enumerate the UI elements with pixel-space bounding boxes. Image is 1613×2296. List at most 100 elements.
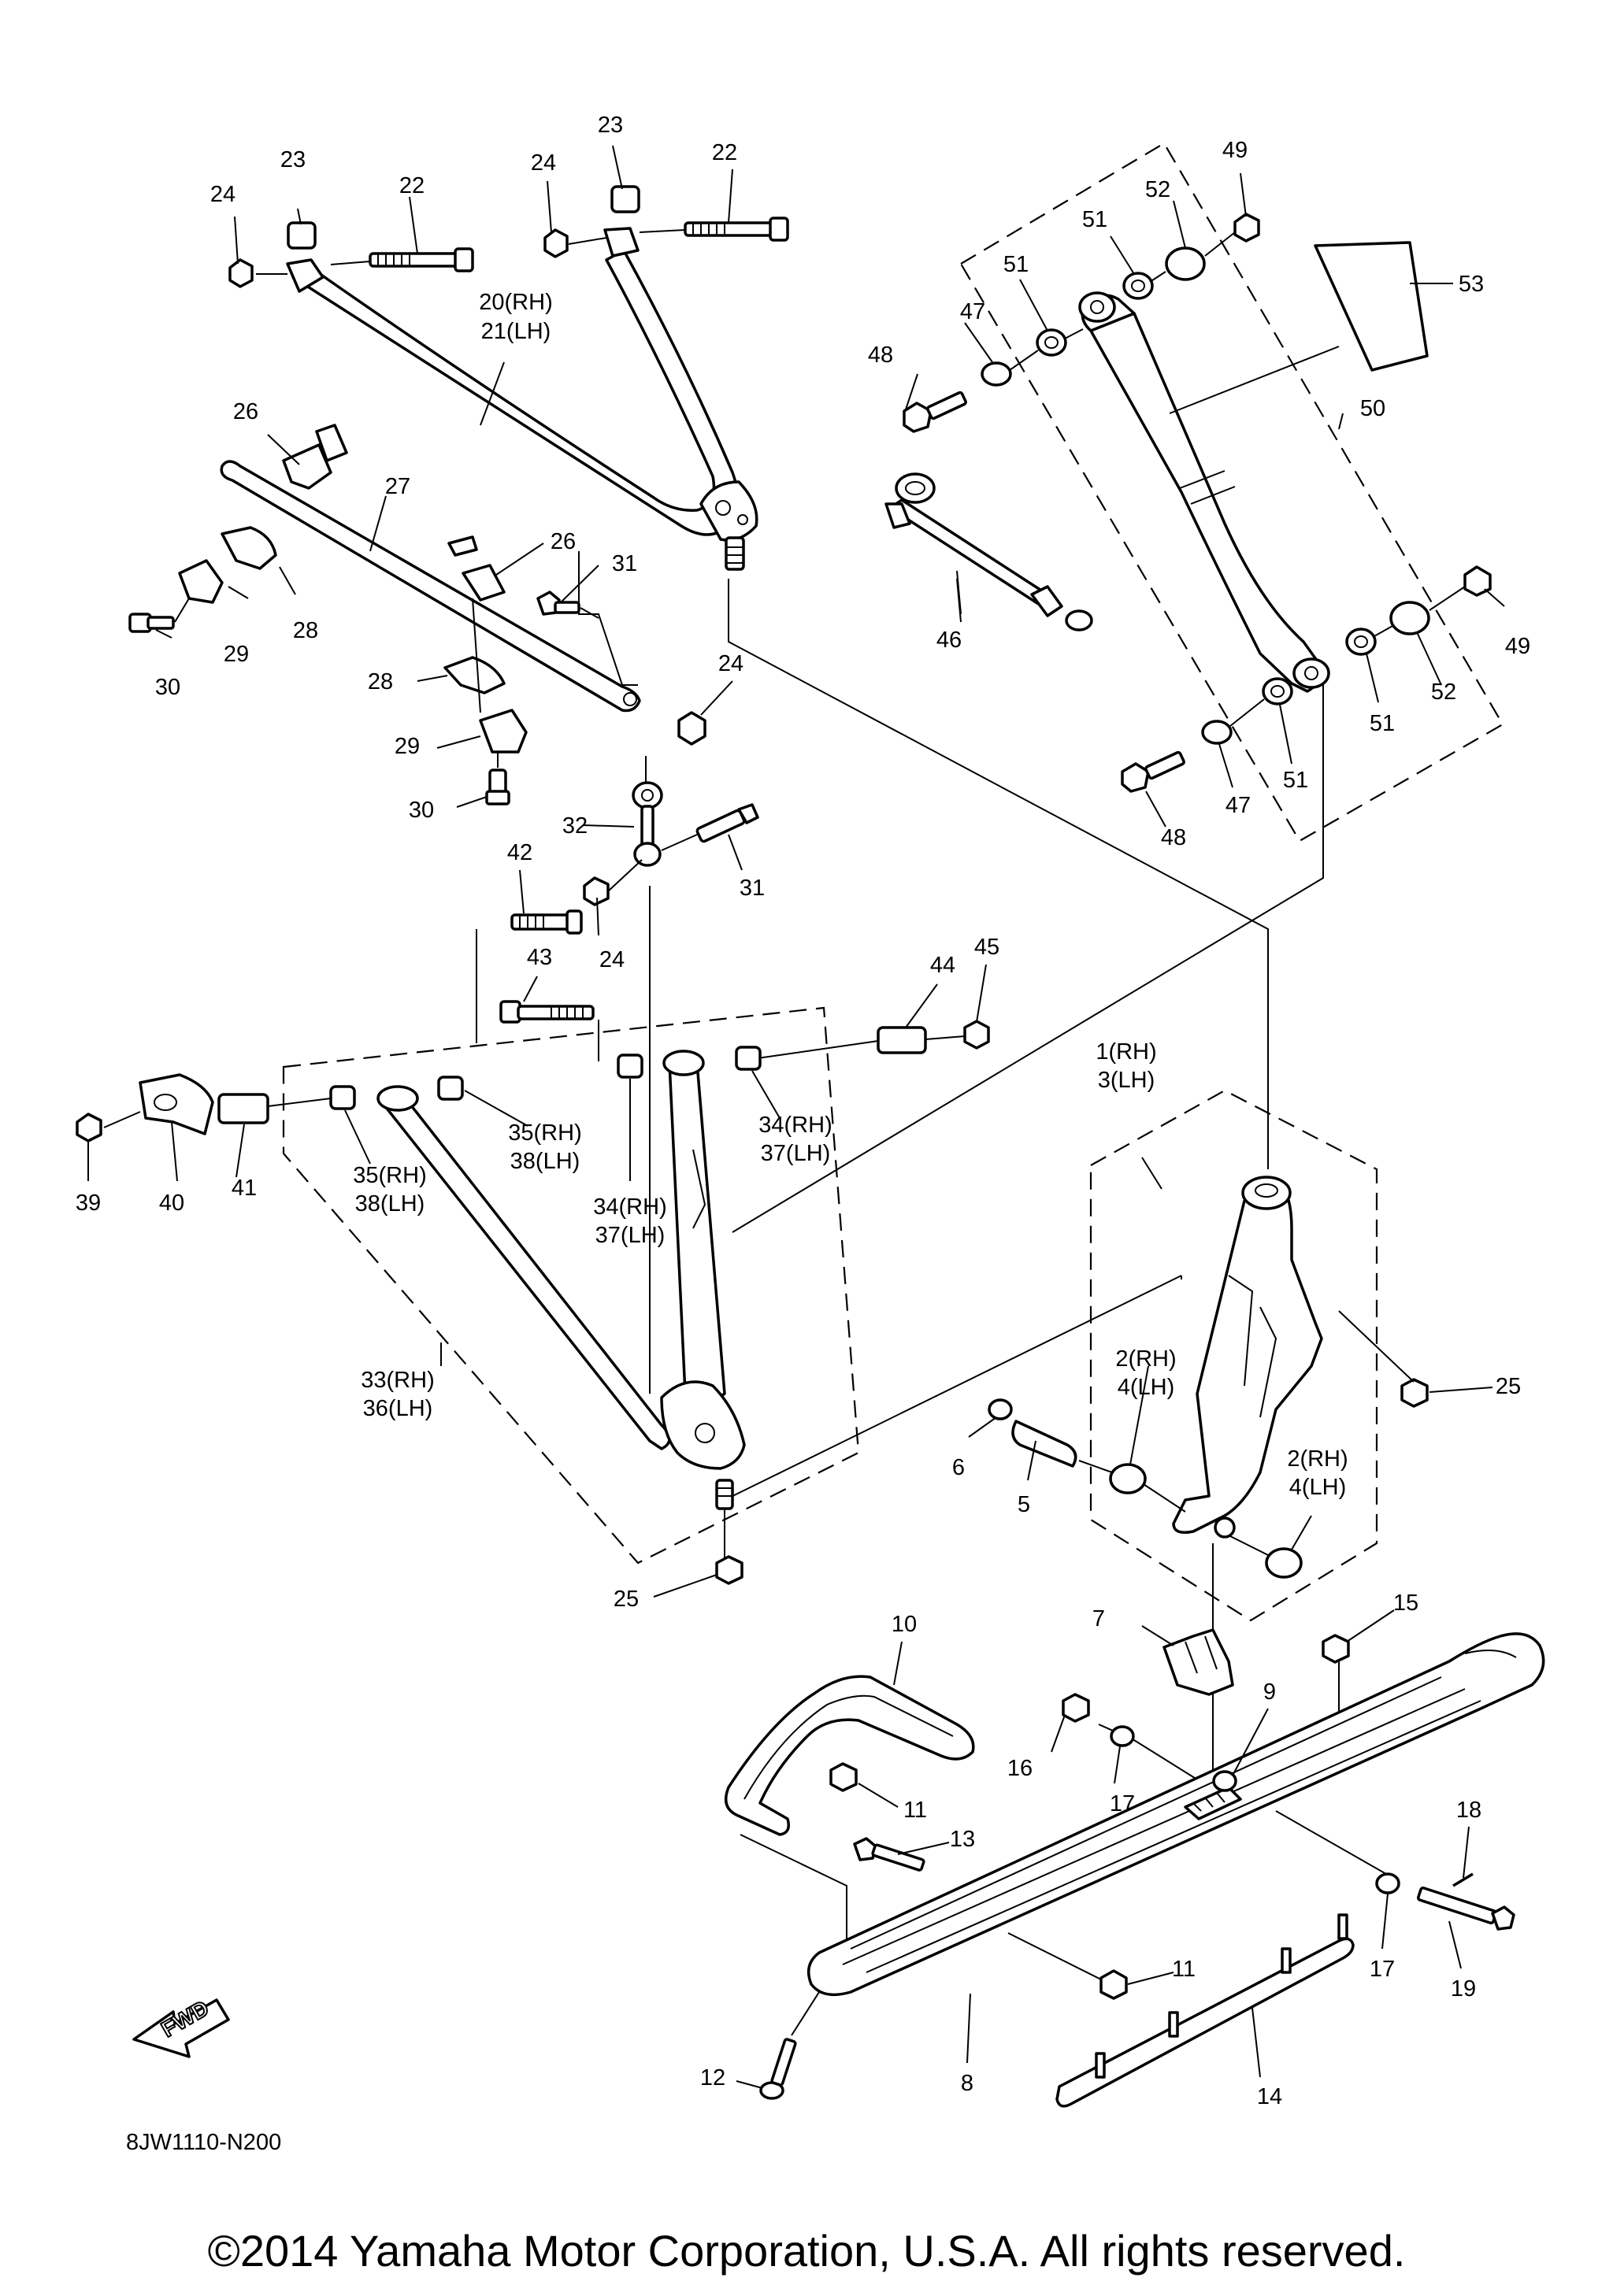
- spindle-bushing-2-4-lower: [1265, 1547, 1303, 1579]
- ski-8: [806, 1632, 1545, 1997]
- bushing-35-38-a: [437, 1076, 464, 1101]
- callout-2-rh: 2(RH): [1287, 1446, 1348, 1472]
- lower-arm-bolt-42: [510, 909, 583, 935]
- callout-24: 24: [718, 651, 743, 676]
- spindle-collar-5: [1011, 1420, 1077, 1468]
- callout-30: 30: [409, 798, 434, 823]
- copyright-notice: ©2014 Yamaha Motor Corporation, U.S.A. A…: [208, 2226, 1406, 2276]
- callout-12: 12: [700, 2065, 725, 2090]
- callout-35-rh: 35(RH): [508, 1120, 581, 1146]
- callout-29: 29: [395, 734, 420, 759]
- spindle-washer-6: [988, 1398, 1013, 1420]
- ski-saddle-7: [1162, 1628, 1234, 1696]
- ski-bushing-9: [1212, 1770, 1237, 1792]
- callout-18: 18: [1456, 1798, 1481, 1823]
- callout-31: 31: [740, 876, 765, 901]
- stabilizer-holder-28-left: [221, 526, 277, 570]
- bolt-31-upper: [536, 591, 580, 616]
- callout-21-lh: 21(LH): [481, 319, 551, 344]
- callout-37-lh: 37(LH): [761, 1141, 831, 1166]
- upper-arm-bolt-22-right: [684, 217, 789, 242]
- callout-4-lh: 4(LH): [1118, 1375, 1175, 1400]
- bolt-30-left: [128, 613, 175, 633]
- callout-39: 39: [76, 1191, 101, 1216]
- shock-bolt-48-upper: [903, 391, 967, 433]
- upper-arm-bushing-23-left: [287, 221, 317, 250]
- callout-14: 14: [1257, 2084, 1282, 2109]
- callout-5: 5: [1018, 1492, 1030, 1517]
- callout-1-rh: 1(RH): [1096, 1039, 1156, 1065]
- bolt-30-right: [485, 768, 510, 805]
- callout-38-lh: 38(LH): [510, 1149, 580, 1174]
- callout-16: 16: [1007, 1756, 1033, 1781]
- callout-13: 13: [950, 1827, 975, 1852]
- shock-nut-49-lower: [1463, 565, 1492, 597]
- callout-46: 46: [936, 628, 962, 653]
- label-leader-lines: [87, 145, 1505, 2089]
- wear-bar-14: [1055, 1913, 1355, 2108]
- callout-7: 7: [1092, 1606, 1105, 1631]
- bracket-40: [139, 1073, 214, 1135]
- nut-24-left: [228, 258, 254, 288]
- ski-spindle: [1172, 1176, 1323, 1539]
- shock-washer-51-upper-a: [1122, 272, 1154, 300]
- callout-15: 15: [1393, 1591, 1418, 1616]
- shock-adjuster: [884, 472, 1093, 631]
- callout-4-lh: 4(LH): [1289, 1475, 1347, 1500]
- spindle-nut-25-upper: [1400, 1378, 1429, 1408]
- callout-51: 51: [1003, 252, 1029, 277]
- callout-26: 26: [551, 529, 576, 554]
- callout-11: 11: [903, 1798, 927, 1823]
- shock-washer-51-lower-b: [1262, 677, 1293, 705]
- callout-31: 31: [612, 551, 637, 576]
- shock-washer-51-lower-a: [1345, 628, 1377, 656]
- callout-22: 22: [399, 173, 425, 198]
- callout-11: 11: [1172, 1957, 1196, 1982]
- callout-24: 24: [599, 947, 625, 972]
- callout-25: 25: [1496, 1374, 1521, 1399]
- ski-nut-16: [1062, 1693, 1090, 1723]
- callout-labels: 24 23 22 24 23 22 20(RH) 21(LH) 49 52 51…: [76, 113, 1530, 2109]
- ski-washer-17-right: [1375, 1872, 1400, 1894]
- callout-35-rh: 35(RH): [353, 1163, 426, 1188]
- callout-22: 22: [712, 140, 737, 165]
- stabilizer-bar: [220, 460, 641, 713]
- callout-17: 17: [1370, 1957, 1395, 1982]
- ski-nut-11-lower: [1099, 1969, 1128, 2000]
- callout-17: 17: [1110, 1791, 1135, 1816]
- callout-38-lh: 38(LH): [355, 1191, 425, 1217]
- shock-washer-51-upper-b: [1036, 328, 1067, 357]
- stabilizer-holder-28-right: [443, 656, 506, 694]
- bolt-31-lower: [695, 803, 759, 843]
- nut-24-link: [583, 876, 610, 906]
- callout-2-rh: 2(RH): [1115, 1346, 1176, 1372]
- callout-33-rh: 33(RH): [361, 1368, 434, 1393]
- lower-arm-bolt-43: [499, 1000, 595, 1024]
- ski-washer-17-left: [1110, 1725, 1135, 1747]
- callout-51: 51: [1283, 768, 1308, 793]
- nut-39: [76, 1113, 102, 1142]
- callout-53: 53: [1459, 272, 1484, 297]
- shock-collar-52-lower: [1389, 601, 1430, 635]
- spindle-bushing-2-4-upper: [1109, 1463, 1147, 1494]
- shock-absorber: [1078, 291, 1340, 693]
- callout-34-rh: 34(RH): [593, 1194, 666, 1220]
- ski-bolt-19: [1417, 1886, 1515, 1931]
- callout-23: 23: [280, 147, 306, 172]
- callout-10: 10: [892, 1612, 917, 1637]
- callout-24: 24: [210, 182, 235, 207]
- callout-30: 30: [155, 675, 180, 700]
- callout-36-lh: 36(LH): [363, 1396, 433, 1421]
- cotter-pin-18: [1452, 1872, 1474, 1887]
- stabilizer-clamp-26-right: [447, 535, 506, 602]
- callout-6: 6: [952, 1455, 965, 1480]
- callout-37-lh: 37(LH): [595, 1223, 666, 1248]
- callout-45: 45: [974, 935, 999, 960]
- callout-49: 49: [1222, 138, 1248, 163]
- nut-24-stabilizer: [677, 711, 706, 746]
- callout-3-lh: 3(LH): [1098, 1068, 1155, 1093]
- collar-41: [217, 1093, 269, 1124]
- stabilizer-clamp-26-left: [282, 424, 348, 490]
- callout-41: 41: [232, 1176, 257, 1201]
